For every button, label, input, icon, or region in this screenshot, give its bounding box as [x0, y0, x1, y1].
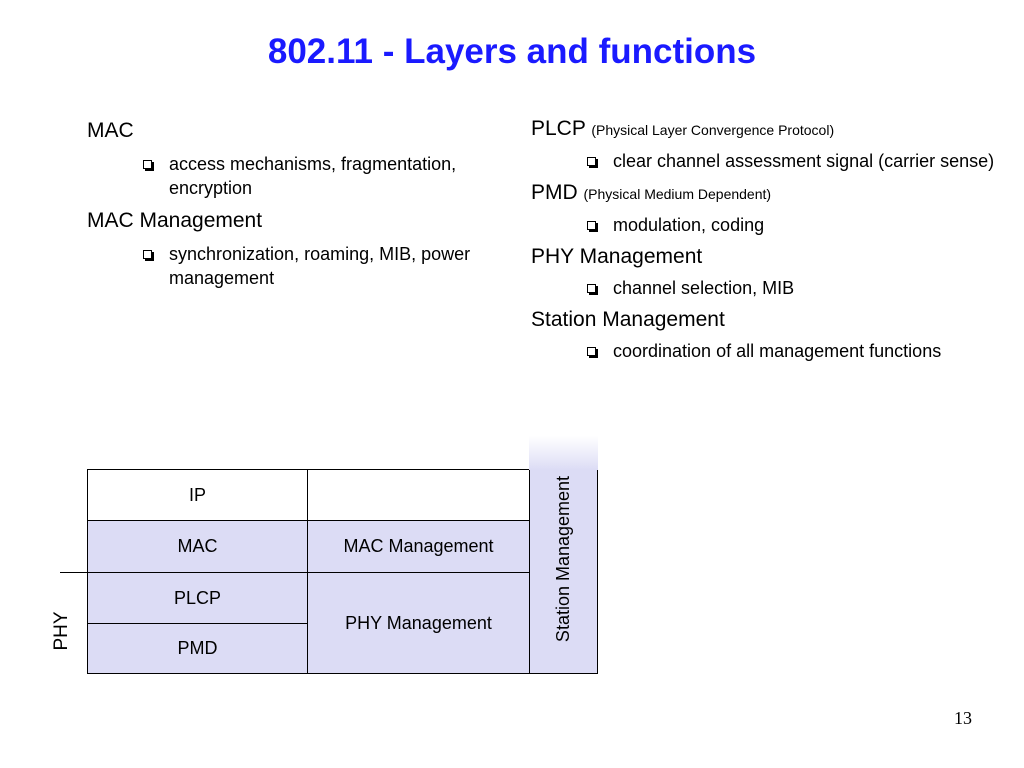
layer-mac: MAC	[87, 520, 308, 573]
square-bullet-icon	[587, 221, 596, 230]
square-bullet-icon	[587, 157, 596, 166]
section-heading-pmd: PMD (Physical Medium Dependent)	[531, 181, 772, 204]
layer-plcp: PLCP	[87, 572, 308, 624]
bullet-list: coordination of all management functions	[531, 339, 1001, 363]
slide-title: 802.11 - Layers and functions	[267, 32, 757, 71]
layer-ip: IP	[87, 469, 308, 521]
station-management-column	[529, 436, 598, 674]
square-bullet-icon	[143, 250, 152, 259]
phy-divider-line	[60, 572, 88, 573]
bullet-item: synchronization, roaming, MIB, power man…	[143, 242, 507, 290]
section-heading-station-management: Station Management	[531, 308, 725, 331]
bullet-list: synchronization, roaming, MIB, power man…	[87, 242, 507, 290]
square-bullet-icon	[587, 284, 596, 293]
station-management-label: Station Management	[553, 475, 573, 643]
phy-management-box: PHY Management	[307, 572, 530, 674]
left-column: MAC access mechanisms, fragmentation, en…	[87, 118, 507, 298]
bullet-item: coordination of all management functions	[587, 339, 1001, 363]
heading-expansion: (Physical Medium Dependent)	[583, 186, 772, 202]
station-management-border	[529, 470, 598, 674]
mac-management-box: MAC Management	[307, 520, 530, 573]
bullet-item: channel selection, MIB	[587, 276, 1001, 300]
section-heading-plcp: PLCP (Physical Layer Convergence Protoco…	[531, 117, 835, 140]
heading-expansion: (Physical Layer Convergence Protocol)	[591, 122, 835, 138]
bullet-item: access mechanisms, fragmentation, encryp…	[143, 152, 507, 200]
bullet-list: clear channel assessment signal (carrier…	[531, 149, 1001, 173]
section-heading-phy-management: PHY Management	[531, 245, 703, 268]
bullet-list: channel selection, MIB	[531, 276, 1001, 300]
square-bullet-icon	[143, 160, 152, 169]
layer-pmd: PMD	[87, 623, 308, 674]
bullet-list: access mechanisms, fragmentation, encryp…	[87, 152, 507, 200]
ip-top-line	[307, 469, 529, 470]
right-column: PLCP (Physical Layer Convergence Protoco…	[531, 116, 1001, 370]
section-heading-mac-management: MAC Management	[87, 209, 263, 232]
bullet-item: clear channel assessment signal (carrier…	[587, 149, 1001, 173]
bullet-list: modulation, coding	[531, 213, 1001, 237]
section-heading-mac: MAC	[87, 119, 134, 142]
page-number: 13	[954, 708, 972, 728]
bullet-item: modulation, coding	[587, 213, 1001, 237]
phy-label: PHY	[51, 611, 72, 651]
square-bullet-icon	[587, 347, 596, 356]
